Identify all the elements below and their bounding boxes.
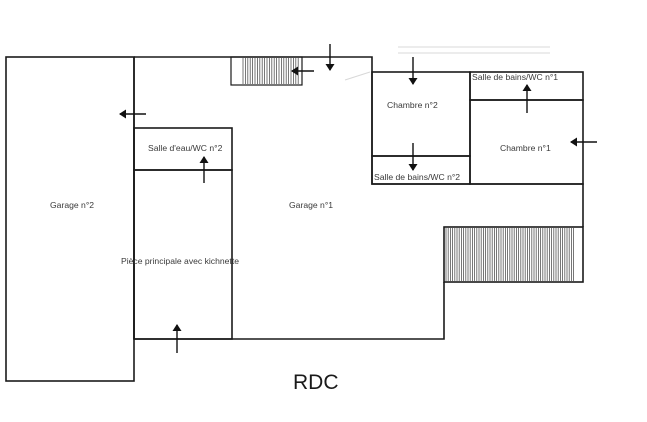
- room-piece-principale: [133, 169, 233, 340]
- scan-artifacts: [344, 46, 550, 81]
- arrow-salle-bains-2-icon: [408, 143, 418, 171]
- label-salle-bains-wc-2: Salle de bains/WC n°2: [374, 172, 460, 182]
- room-chambre-2: [371, 71, 471, 157]
- label-chambre-1: Chambre n°1: [500, 143, 551, 153]
- label-garage-2: Garage n°2: [50, 200, 94, 210]
- arrow-top-entry-icon: [325, 44, 335, 71]
- label-salle-eau-wc-2: Salle d'eau/WC n°2: [148, 143, 223, 153]
- label-piece-principale: Pièce principale avec kichnette: [121, 256, 239, 266]
- label-salle-bains-wc-1: Salle de bains/WC n°1: [472, 72, 558, 82]
- arrow-piece-principale-icon: [172, 324, 182, 353]
- label-chambre-2: Chambre n°2: [387, 100, 438, 110]
- arrow-salle-bains-1-icon: [522, 84, 532, 113]
- stair-right: [443, 226, 584, 283]
- label-garage-1: Garage n°1: [289, 200, 333, 210]
- arrow-stair-top-icon: [291, 66, 314, 76]
- arrow-chambre-2-icon: [408, 57, 418, 85]
- plan-title: RDC: [293, 371, 339, 394]
- arrow-chambre-1-icon: [570, 137, 597, 147]
- arrow-salle-eau-icon: [199, 156, 209, 183]
- arrow-garage-2-icon: [119, 109, 146, 119]
- room-garage-2: [5, 56, 135, 382]
- door-arrows: [119, 44, 597, 353]
